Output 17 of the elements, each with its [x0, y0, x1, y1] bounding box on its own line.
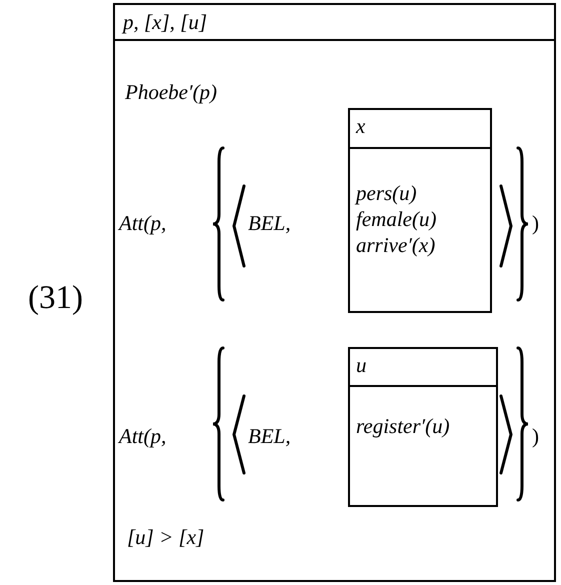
drs-box [113, 3, 556, 582]
condition-list: register′(u) [356, 413, 492, 439]
closing-parenthesis: ) [532, 424, 539, 448]
condition-text: Phoebe′(p) [125, 80, 218, 104]
embedded-drs-box [348, 347, 498, 507]
condition-list: pers(u) female(u) arrive′(x) [356, 180, 486, 258]
example-number: (31) [28, 280, 83, 316]
attitude-text: BEL, [248, 424, 291, 448]
closing-parenthesis: ) [532, 211, 539, 235]
condition-text: [u] > [x] [127, 525, 204, 549]
embedded-drs-box [348, 108, 492, 313]
attitude-text: BEL, [248, 211, 291, 235]
discourse-referents: p, [x], [u] [123, 10, 208, 34]
discourse-referent: u [356, 353, 366, 377]
attitude-text: Att(p, [119, 424, 166, 448]
discourse-referent: x [356, 114, 366, 138]
attitude-text: Att(p, [119, 211, 166, 235]
